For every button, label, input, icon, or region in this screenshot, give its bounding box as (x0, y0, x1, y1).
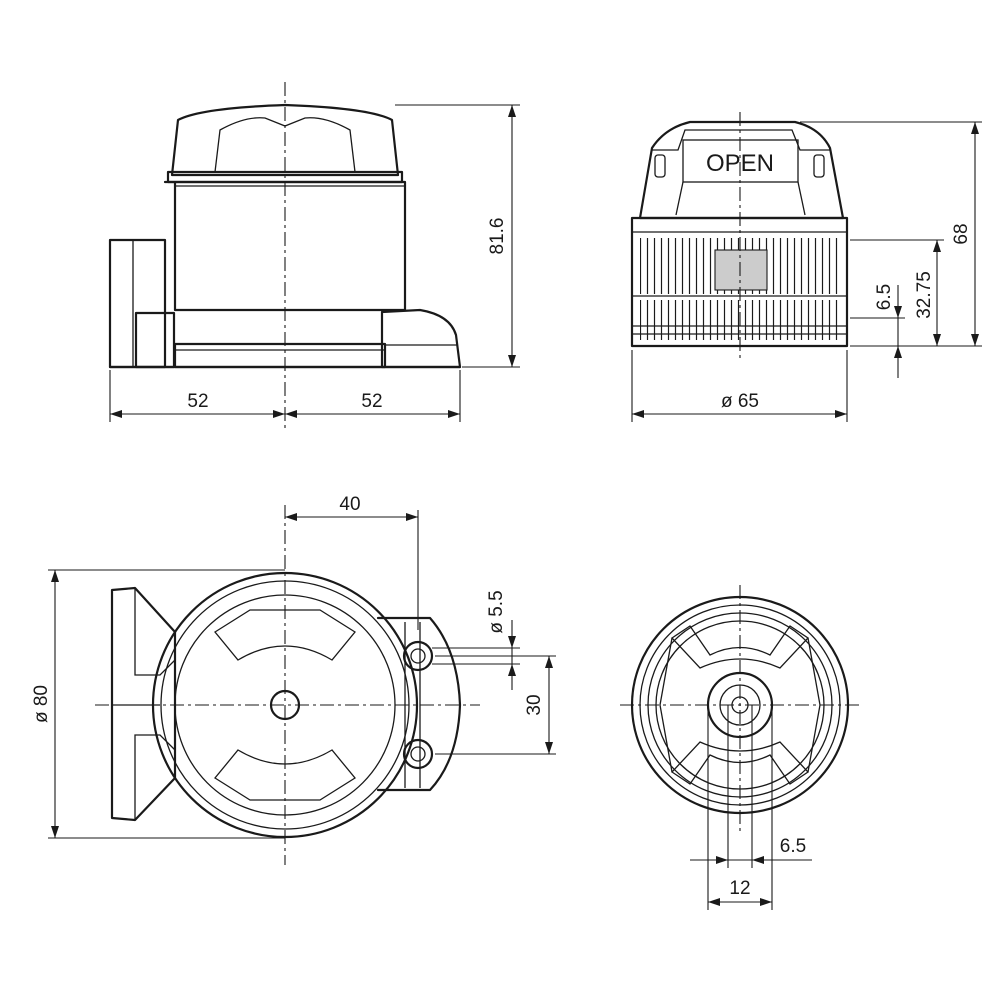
top-screw-hole-lower (402, 738, 434, 770)
top-knob-lower (214, 749, 356, 801)
side-upper-label: 32.75 (914, 271, 935, 319)
top-offset-label: 40 (339, 494, 360, 515)
top-diameter-label: ø 80 (31, 685, 52, 723)
bottom-outer-label: 12 (729, 878, 750, 899)
front-left-connector (108, 238, 167, 369)
bottom-view: 6.5 12 (620, 585, 860, 910)
top-mounting-ear (376, 616, 462, 792)
front-base (173, 342, 387, 369)
top-left-bracket (110, 586, 177, 822)
side-diameter-label: ø 65 (721, 391, 759, 412)
side-view: OPEN 68 32.75 6.5 (630, 112, 982, 422)
front-cap (170, 103, 400, 177)
bottom-rib-lower (671, 741, 809, 785)
front-height-label: 81.6 (487, 218, 508, 255)
front-right-width-label: 52 (361, 391, 382, 412)
front-right-foot (380, 308, 462, 369)
side-window (714, 249, 768, 291)
bottom-rib-upper (671, 625, 809, 669)
top-knob-upper (214, 609, 356, 661)
side-height-label: 68 (951, 223, 972, 244)
front-left-width-label: 52 (187, 391, 208, 412)
top-spacing-label: 30 (524, 694, 545, 715)
top-screw-hole-upper (402, 640, 434, 672)
front-view: 81.6 52 52 (108, 82, 520, 430)
bottom-inner-label: 6.5 (780, 836, 806, 857)
side-small-label: 6.5 (874, 284, 895, 310)
top-view: 40 ø 80 ø 5.5 30 (31, 494, 556, 865)
top-hole-label: ø 5.5 (486, 590, 507, 633)
side-cap (638, 120, 845, 220)
